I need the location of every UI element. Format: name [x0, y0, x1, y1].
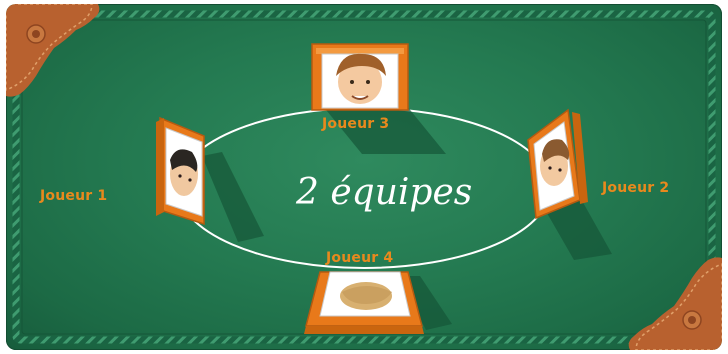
player-3-label: Joueur 3: [322, 116, 389, 132]
player-2-seat[interactable]: [528, 110, 612, 260]
player-4-label: Joueur 4: [326, 250, 393, 266]
leather-corner-bottom-right-icon: [629, 257, 722, 350]
team-mode-title: 2 équipes: [296, 172, 472, 213]
player-4-avatar-icon: [340, 282, 392, 310]
player-4-seat[interactable]: [304, 272, 452, 334]
player-2-label: Joueur 2: [602, 180, 669, 196]
player-1-label: Joueur 1: [40, 188, 107, 204]
player-1-avatar-icon: [170, 149, 198, 196]
game-table: 2 équipes Joueur 1 Joueur 2 Joueur 3 Jou…: [6, 4, 722, 350]
player-3-seat[interactable]: [312, 44, 446, 154]
player-1-seat[interactable]: [156, 118, 264, 242]
leather-corner-top-left-icon: [6, 4, 99, 97]
